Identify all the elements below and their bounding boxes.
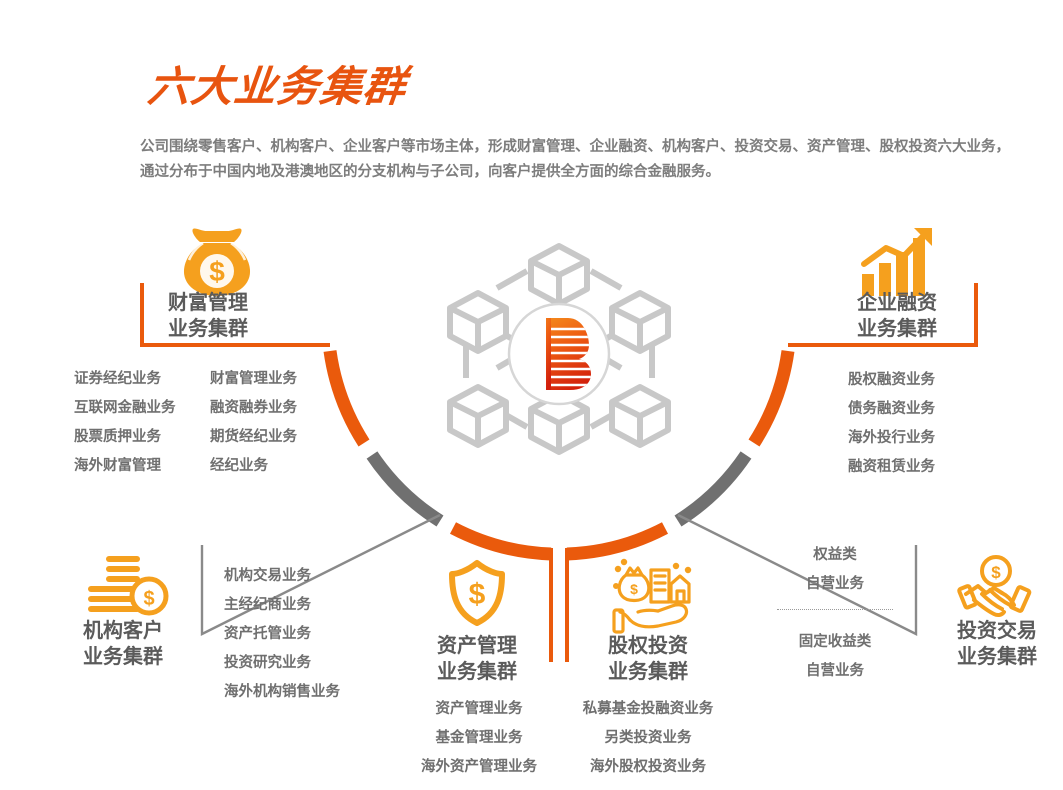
list-item: 自营业务 — [806, 663, 864, 679]
list-item: 证券经纪业务 — [74, 371, 161, 387]
svg-text:$: $ — [991, 563, 1001, 582]
cube-bottom-left — [447, 384, 509, 448]
list-item: 股票质押业务 — [74, 429, 161, 445]
shield-dollar-icon: $ — [449, 560, 505, 626]
cluster-label-line-1: 企业融资 — [857, 292, 937, 314]
coin-stack-icon: $ — [88, 556, 169, 616]
cluster-items-wealth-management-col-b: 财富管理业务 融资融券业务 期货经纪业务 经纪业务 — [210, 365, 297, 481]
arc-segment-grey-left — [366, 451, 444, 527]
list-item: 资产托管业务 — [224, 626, 311, 642]
cluster-items-wealth-management-col-a: 证券经纪业务 互联网金融业务 股票质押业务 海外财富管理 — [74, 365, 176, 481]
list-item: 自营业务 — [806, 576, 864, 592]
cluster-label-line-1: 股权投资 — [608, 635, 688, 657]
list-item: 债务融资业务 — [848, 401, 935, 417]
page-description: 公司围绕零售客户、机构客户、企业客户等市场主体，形成财富管理、企业融资、机构客户… — [140, 135, 1010, 185]
cluster-items-equity-investment: 私募基金投融资业务 另类投资业务 海外股权投资业务 — [570, 695, 726, 782]
list-item: 海外投行业务 — [848, 430, 935, 446]
cluster-items-institutional-client: 机构交易业务 主经纪商业务 资产托管业务 投资研究业务 海外机构销售业务 — [224, 562, 340, 707]
list-item: 融资租赁业务 — [848, 459, 935, 475]
description-line-2: 通过分布于中国内地及港澳地区的分支机构与子公司，向客户提供全方面的综合金融服务。 — [140, 164, 720, 180]
cluster-label-asset-management: 资产管理 业务集群 — [429, 633, 525, 685]
list-item: 基金管理业务 — [435, 730, 523, 746]
list-item: 期货经纪业务 — [210, 429, 297, 445]
cluster-label-wealth-management: 财富管理 业务集群 — [168, 290, 248, 342]
cluster-label-line-2: 业务集群 — [608, 661, 688, 683]
cluster-label-line-2: 业务集群 — [957, 646, 1037, 668]
svg-text:$: $ — [209, 256, 225, 287]
page-title: 六大业务集群 — [145, 63, 409, 110]
description-line-1: 公司围绕零售客户、机构客户、企业客户等市场主体，形成财富管理、企业融资、机构客户… — [140, 139, 1010, 155]
cluster-label-equity-investment: 股权投资 业务集群 — [600, 633, 696, 685]
cluster-label-line-1: 财富管理 — [168, 292, 248, 314]
cluster-label-line-1: 资产管理 — [437, 635, 517, 657]
list-item: 财富管理业务 — [210, 371, 297, 387]
cluster-label-line-2: 业务集群 — [437, 661, 517, 683]
cube-top — [528, 243, 590, 307]
list-item: 海外资产管理业务 — [421, 759, 537, 775]
center-logo-circle — [507, 302, 611, 406]
list-item: 海外股权投资业务 — [590, 759, 706, 775]
svg-text:$: $ — [630, 581, 638, 597]
arc-segment-orange-bottom-right — [566, 522, 669, 561]
list-item: 海外财富管理 — [74, 458, 161, 474]
list-item: 经纪业务 — [210, 458, 268, 474]
arc-segment-orange-top-left — [323, 350, 370, 447]
company-b-logo — [546, 318, 591, 390]
list-item: 私募基金投融资业务 — [582, 701, 714, 717]
cluster-items-corporate-finance: 股权融资业务 债务融资业务 海外投行业务 融资租赁业务 — [848, 366, 935, 482]
list-item: 权益类 — [813, 547, 857, 563]
cube-bottom-right — [609, 384, 671, 448]
svg-text:$: $ — [469, 578, 486, 611]
money-bag-icon: $ — [183, 228, 251, 296]
list-item: 投资研究业务 — [224, 655, 311, 671]
cluster-label-line-2: 业务集群 — [168, 318, 248, 340]
hexagon-cube-network-icon — [463, 268, 655, 430]
cluster-label-institutional-client: 机构客户 业务集群 — [83, 618, 163, 670]
list-item: 股权融资业务 — [848, 372, 935, 388]
cluster-label-line-2: 业务集群 — [857, 318, 937, 340]
list-item: 固定收益类 — [798, 634, 872, 650]
cluster-label-line-2: 业务集群 — [83, 646, 163, 668]
investment-trading-dotted-divider — [777, 609, 893, 610]
list-item: 融资融券业务 — [210, 400, 297, 416]
cube-top-right — [609, 290, 671, 354]
list-item: 互联网金融业务 — [74, 400, 176, 416]
cluster-items-asset-management: 资产管理业务 基金管理业务 海外资产管理业务 — [404, 695, 554, 782]
arc-segment-orange-top-right — [748, 350, 795, 447]
list-item: 机构交易业务 — [224, 568, 311, 584]
rising-bar-chart-icon — [861, 228, 932, 296]
cube-bottom — [528, 391, 590, 455]
hand-holding-money-buildings-icon: $ — [612, 558, 692, 634]
cluster-label-investment-trading: 投资交易 业务集群 — [957, 618, 1037, 670]
list-item: 另类投资业务 — [604, 730, 692, 746]
list-item: 资产管理业务 — [435, 701, 523, 717]
cluster-label-corporate-finance: 企业融资 业务集群 — [857, 290, 937, 342]
handshake-dollar-icon: $ — [957, 555, 1032, 618]
cluster-items-investment-trading: 权益类 自营业务 · 固定收益类 自营业务 — [775, 541, 895, 686]
cluster-label-line-1: 机构客户 — [83, 620, 163, 642]
list-item: 海外机构销售业务 — [224, 684, 340, 700]
cluster-label-line-1: 投资交易 — [957, 620, 1037, 642]
arc-segment-orange-bottom-left — [449, 522, 552, 561]
cube-top-left — [447, 290, 509, 354]
arc-segment-grey-right — [674, 451, 752, 527]
svg-text:$: $ — [143, 588, 154, 610]
list-item: 主经纪商业务 — [224, 597, 311, 613]
